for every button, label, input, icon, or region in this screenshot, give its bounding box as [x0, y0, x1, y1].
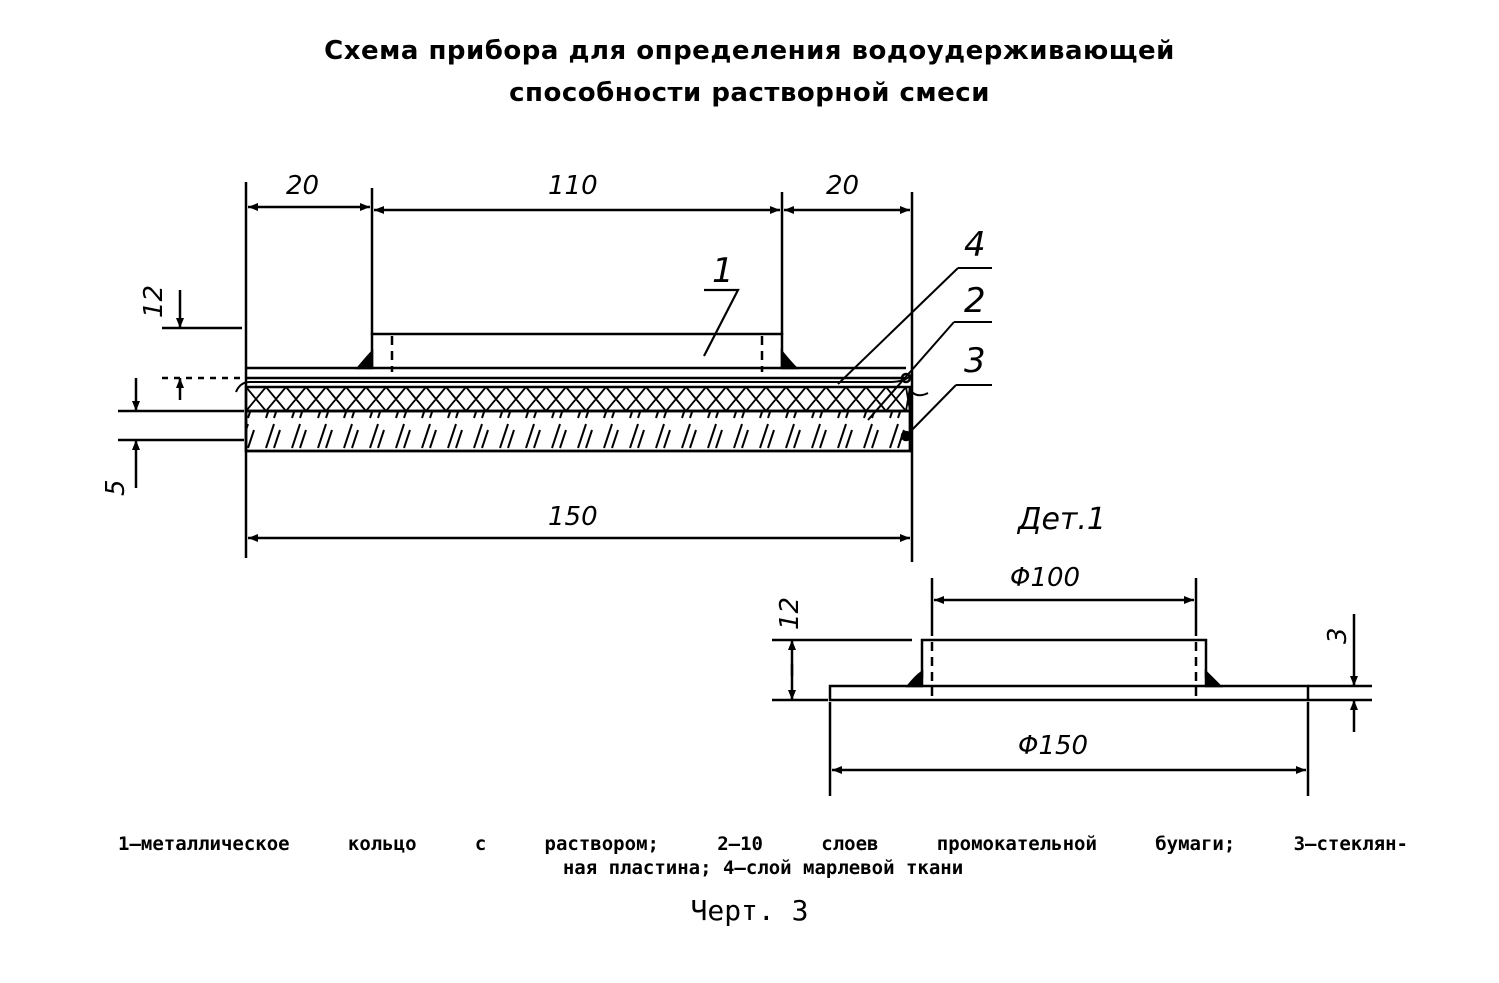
detail-ring-outline — [920, 638, 1208, 678]
diagram-title-line2: способности растворной смеси — [509, 78, 990, 108]
dim-label-plate-thickness: 5 — [101, 479, 131, 496]
leader-label-1: 1 — [712, 251, 734, 291]
dim-label-ring-width: 110 — [548, 171, 598, 201]
leader-label-4: 4 — [964, 225, 986, 265]
detail-base-plate — [828, 684, 1310, 702]
detail-dim-label-base-diameter: Φ150 — [1018, 731, 1088, 761]
diagram-title-line1: Схема прибора для определения водоудержи… — [324, 36, 1175, 66]
detail-weld-left — [905, 669, 924, 688]
ring-weld-left — [355, 348, 374, 370]
caption-line2: ная пластина; 4—слой марлевой ткани — [562, 857, 964, 879]
detail-view — [772, 578, 1372, 796]
leader-label-3: 3 — [964, 341, 986, 381]
detail-dim-label-ring-height: 12 — [775, 597, 805, 630]
gauze-layer — [235, 373, 913, 393]
dim-label-right-margin: 20 — [826, 171, 859, 201]
caption: 1—металлическое кольцо с раствором; 2—10… — [118, 832, 1408, 880]
gauze-tail — [911, 391, 929, 397]
leader-1 — [703, 288, 740, 357]
dim-label-overall-width: 150 — [548, 502, 598, 532]
leader-gauze-dot — [900, 372, 912, 384]
ring-weld-right — [780, 348, 800, 370]
detail-dim-label-ring-diameter: Φ100 — [1010, 563, 1080, 593]
detail-weld-right — [1204, 668, 1224, 688]
main-view — [118, 182, 992, 562]
leader-4 — [837, 267, 959, 385]
blotting-paper-layer — [244, 385, 912, 413]
metal-ring-outline — [370, 332, 784, 368]
leader-3-dot — [900, 430, 912, 442]
blotting-paper-crosshatch — [245, 386, 911, 412]
caption-line1: 1—металлическое кольцо с раствором; 2—10… — [118, 833, 1408, 855]
detail-dim-label-base-thickness: 3 — [1323, 627, 1353, 644]
figure-label: Черт. 3 — [690, 894, 809, 927]
dim-label-ring-height: 12 — [139, 285, 169, 318]
leader-3 — [905, 384, 957, 437]
glass-plate — [244, 409, 912, 453]
leader-2 — [867, 321, 955, 421]
detail-title: Дет.1 — [1016, 502, 1106, 537]
dim-label-left-margin: 20 — [286, 171, 319, 201]
leader-label-2: 2 — [964, 281, 986, 321]
